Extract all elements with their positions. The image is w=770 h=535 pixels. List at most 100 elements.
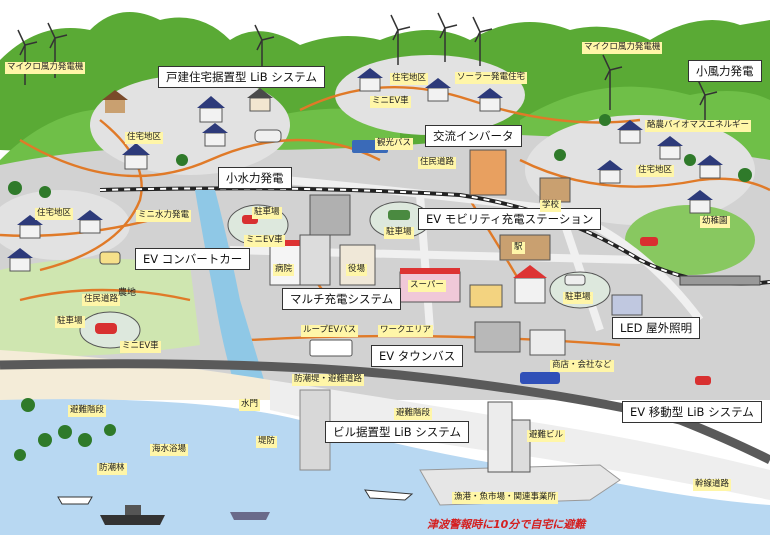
biomass-label: 酪農バイオマスエネルギー [645, 120, 752, 132]
car-icon [95, 323, 117, 334]
micro-wind-left-label: マイクロ風力発電機 [5, 62, 86, 74]
house-icon [17, 215, 43, 239]
mini-hydro-gen-label: ミニ水力発電 [136, 210, 192, 222]
wind-turbine-icon [602, 54, 623, 110]
residential-plateau-left [0, 190, 130, 260]
house-icon [425, 78, 451, 102]
evacuation-building-label: 避難ビル [527, 430, 566, 442]
ev-mobile-lib-callout: EV 移動型 LiB システム [622, 401, 762, 424]
evacuation-tower-label: 避難階段 [394, 408, 433, 420]
loop-ev-bus-label: ループEVバス [301, 325, 359, 337]
hospital-label: 病院 [273, 264, 295, 276]
house-icons [7, 68, 723, 272]
house-icon [202, 123, 228, 147]
building-icon [309, 194, 351, 236]
fishing-port-label: 漁港・魚市場・関連事業所 [452, 492, 559, 504]
house-icon [687, 190, 713, 214]
micro-wind-right-label: マイクロ風力発電機 [582, 42, 663, 54]
house-icon [102, 90, 128, 113]
house-icon [617, 120, 643, 144]
school-label: 学校 [540, 200, 562, 212]
building-icon [529, 329, 566, 356]
tree-icon [78, 433, 92, 447]
coastal-road-label: 幹線道路 [693, 479, 732, 491]
coastal-highway [0, 359, 770, 465]
residential-top-label: 住宅地区 [125, 132, 164, 144]
public-office-label: 役場 [346, 264, 368, 276]
tree-icon [39, 186, 51, 198]
ship-icon [57, 496, 93, 505]
small-hydro-callout: 小水力発電 [218, 167, 292, 190]
parking-2-label: 駐車場 [384, 227, 414, 239]
tree-icons [8, 114, 752, 461]
sluice-label: 水門 [239, 399, 261, 411]
house-icon [197, 96, 225, 123]
car-icon [254, 129, 282, 143]
mini-ev-2-label: ミニEV車 [244, 235, 285, 247]
wind-turbine-icon [390, 14, 411, 65]
ev-converter-car-callout: EV コンバートカー [135, 248, 251, 271]
tree-icon [38, 433, 52, 447]
wind-turbine-icon [472, 16, 493, 66]
car-icon [564, 274, 586, 286]
bus-icon [309, 339, 353, 357]
car-icon [640, 237, 658, 246]
tree-icon [14, 449, 26, 461]
residential-right-label: 住宅地区 [636, 165, 675, 177]
tree-icon [176, 154, 188, 166]
building-icon [499, 234, 551, 261]
building-icon [487, 401, 513, 473]
supermarket-label: スーパー [408, 280, 446, 292]
led-lighting-callout: LED 屋外照明 [612, 317, 701, 340]
multi-charging-callout: マルチ充電システム [282, 288, 402, 311]
sightseeing-bus-label: 観光バス [375, 138, 414, 150]
residential-road-2-label: 住民道路 [82, 294, 121, 306]
tsunami-warning-text: 津波警報時に10分で自宅に避難 [427, 518, 586, 531]
tree-icon [58, 425, 72, 439]
parking-3-label: 駐車場 [563, 292, 593, 304]
house-icon [357, 68, 383, 92]
seawall-structure [299, 389, 331, 471]
house-icon [7, 248, 33, 272]
tree-icon [21, 398, 35, 412]
building-icons [269, 149, 643, 473]
building-icon [511, 419, 531, 473]
ev-town-bus-callout: EV タウンバス [371, 345, 464, 368]
evacuation-stairs-label: 避難階段 [68, 405, 107, 417]
car-icon [388, 210, 410, 220]
residential-mid-label: 住宅地区 [390, 73, 429, 85]
solar-house-label: ソーラー発電住宅 [455, 72, 528, 84]
tree-icon [104, 424, 116, 436]
house-icon [697, 155, 723, 179]
car-icons [95, 129, 711, 385]
residential-road-label: 住民道路 [418, 157, 457, 169]
ship-icon [364, 489, 414, 501]
house-icon [247, 88, 273, 112]
tree-icon [554, 149, 566, 161]
tree-icon [684, 154, 696, 166]
car-icon [99, 251, 121, 265]
ship-icon [230, 512, 270, 520]
building-icon [469, 284, 503, 308]
ac-inverter-callout: 交流インバータ [425, 125, 522, 148]
building-icon [539, 177, 571, 203]
building-icon [469, 149, 507, 196]
mini-ev-top-label: ミニEV車 [370, 96, 411, 108]
tree-icon [599, 114, 611, 126]
building-icon [611, 294, 643, 316]
ship-icon [100, 505, 165, 525]
car-icon [520, 372, 560, 384]
parking-1-label: 駐車場 [252, 207, 282, 219]
house-icon [77, 210, 103, 234]
sea [0, 399, 770, 535]
station-label: 駅 [512, 242, 525, 254]
kindergarten-label: 幼稚園 [700, 216, 730, 228]
home-lib-callout: 戸建住宅据置型 LiB システム [158, 66, 325, 89]
train-icon [679, 275, 761, 286]
river [195, 190, 270, 400]
farmland-area [0, 258, 200, 357]
house-icon [597, 160, 623, 184]
ev-mobility-station-callout: EV モビリティ充電ステーション [418, 208, 602, 231]
